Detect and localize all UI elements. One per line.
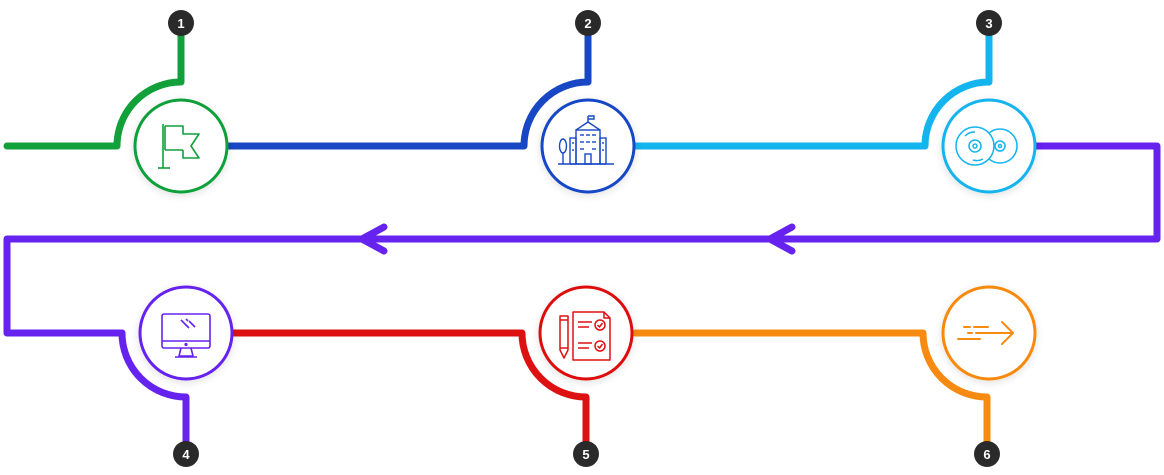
step-number-6: 6 xyxy=(983,447,990,462)
step-badge-1: 1 xyxy=(168,10,194,36)
step-badge-4: 4 xyxy=(173,441,199,467)
path-segment-5 xyxy=(228,329,590,445)
step-number-1: 1 xyxy=(177,16,184,31)
step-circle-4[interactable] xyxy=(138,285,234,381)
path-segment-3 xyxy=(631,32,993,150)
step-number-2: 2 xyxy=(584,16,591,31)
step-circle-1[interactable] xyxy=(133,98,229,194)
step-circle-6[interactable] xyxy=(941,285,1037,381)
building-icon xyxy=(558,115,614,165)
step-circle-5[interactable] xyxy=(538,285,634,381)
step-badge-2: 2 xyxy=(575,10,601,36)
path-segment-6 xyxy=(631,329,991,445)
direction-arrow-left xyxy=(358,223,388,255)
path-segment-4 xyxy=(118,329,190,445)
path-segment-2 xyxy=(225,32,592,150)
path-segment-1 xyxy=(3,32,185,150)
flag-icon xyxy=(158,124,200,169)
disc-icon xyxy=(955,126,1018,166)
checklist-icon xyxy=(559,311,611,361)
direction-arrow-right xyxy=(766,223,796,255)
step-badge-6: 6 xyxy=(974,441,1000,467)
step-number-4: 4 xyxy=(182,447,190,462)
step-number-5: 5 xyxy=(582,447,589,462)
arrow-icon xyxy=(957,321,1014,345)
step-circle-3[interactable] xyxy=(941,98,1037,194)
step-number-3: 3 xyxy=(985,16,992,31)
step-circle-2[interactable] xyxy=(540,98,636,194)
monitor-icon xyxy=(161,313,211,358)
step-badge-3: 3 xyxy=(976,10,1002,36)
path-connector xyxy=(3,142,1161,337)
step-badge-5: 5 xyxy=(573,441,599,467)
